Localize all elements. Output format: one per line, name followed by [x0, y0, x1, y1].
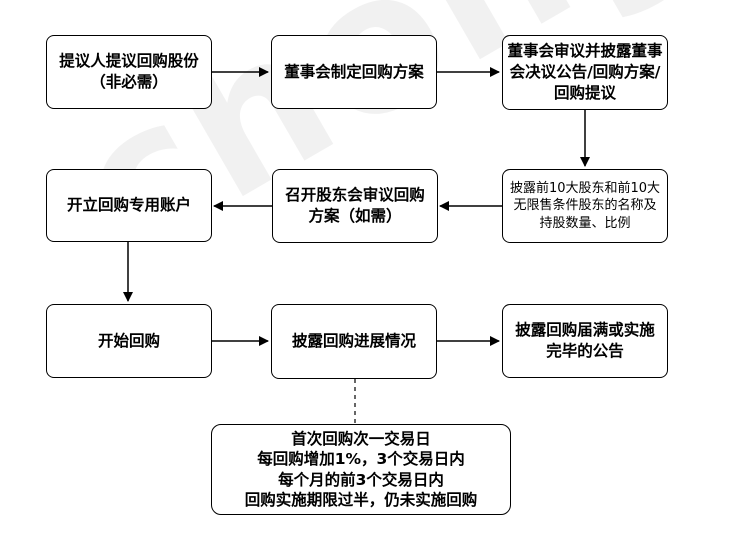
node-disclose-completion: 披露回购届满或实施完毕的公告	[502, 304, 668, 378]
node-start-buyback: 开始回购	[46, 304, 212, 378]
node-propose-buyback: 提议人提议回购股份 （非必需）	[46, 35, 212, 109]
node-board-review-disclose: 董事会审议并披露董事会决议公告/回购方案/回购提议	[502, 35, 668, 110]
node-disclose-top10-shareholders: 披露前10大股东和前10大无限售条件股东的名称及持股数量、比例	[502, 169, 668, 243]
node-disclose-progress: 披露回购进展情况	[271, 304, 437, 379]
node-open-account: 开立回购专用账户	[46, 169, 212, 242]
node-board-plan: 董事会制定回购方案	[271, 35, 437, 109]
node-shareholder-meeting: 召开股东会审议回购方案（如需）	[272, 169, 438, 243]
node-progress-conditions: 首次回购次一交易日 每回购增加1%，3个交易日内 每个月的前3个交易日内 回购实…	[211, 424, 511, 515]
